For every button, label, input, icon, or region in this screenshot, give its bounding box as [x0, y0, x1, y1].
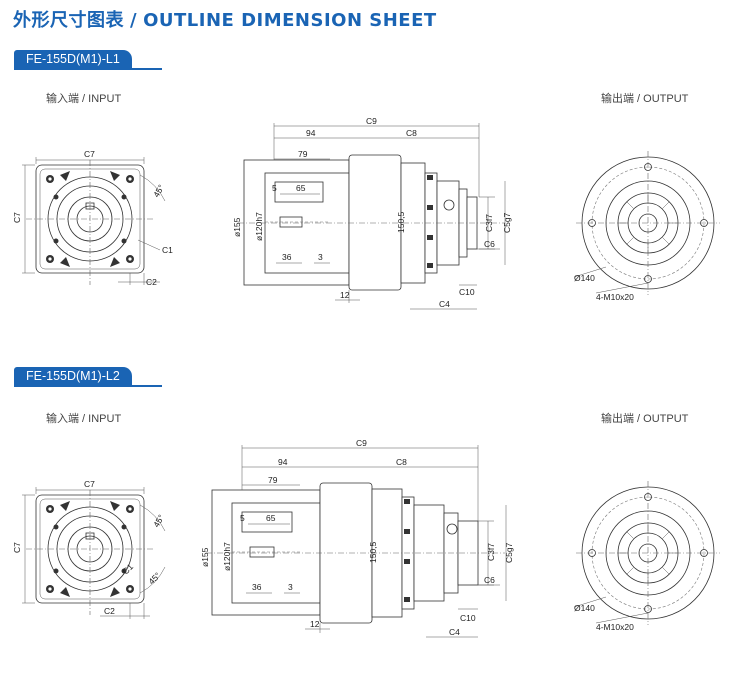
dim-12: 12 [340, 290, 350, 300]
output-label: 输出端 / OUTPUT [601, 413, 689, 425]
dim-c3: C3f7 [484, 214, 494, 232]
model-tab-l1: FE-155D(M1)-L1 [14, 50, 132, 68]
dim-150-5: 150,5 [396, 211, 406, 233]
input-label: 输入端 / INPUT [46, 93, 122, 105]
dim-d155: ø155 [232, 217, 242, 237]
model-tab-underline [14, 385, 162, 387]
dim-94: 94 [278, 457, 288, 467]
title-cn: 外形尺寸图表 [13, 10, 124, 31]
dim-c6: C6 [484, 575, 495, 585]
dim-3: 3 [318, 252, 323, 262]
input-label: 输入端 / INPUT [46, 413, 122, 425]
dim-3: 3 [288, 582, 293, 592]
page-title: 外形尺寸图表 /OUTLINE DIMENSION SHEET [13, 6, 437, 32]
dim-d140: Ø140 [574, 273, 595, 283]
dim-c4: C4 [439, 299, 450, 309]
model-tab-l2: FE-155D(M1)-L2 [14, 367, 132, 385]
dim-5: 5 [272, 183, 277, 193]
dim-d140: Ø140 [574, 603, 595, 613]
output-end-view: Ø140 4-M10x20 [573, 151, 720, 302]
dim-bolt: 4-M10x20 [596, 292, 634, 302]
dim-c8: C8 [406, 128, 417, 138]
dim-c7-top: C7 [84, 149, 95, 159]
title-separator: / [130, 10, 138, 31]
dim-c8: C8 [396, 457, 407, 467]
dim-c5: C5g7 [504, 542, 514, 563]
dim-65: 65 [266, 513, 276, 523]
output-label: 输出端 / OUTPUT [601, 93, 689, 105]
dim-c9: C9 [356, 438, 367, 448]
dim-c1: C1 [162, 245, 173, 255]
dim-c10: C10 [459, 287, 475, 297]
dim-5: 5 [240, 513, 245, 523]
dim-c9: C9 [366, 116, 377, 126]
dim-79: 79 [268, 475, 278, 485]
dim-angle-2: 45° [146, 570, 162, 586]
dim-angle: 45° [151, 513, 166, 529]
side-view: C9 94 C8 79 5 65 ø155 ø120h7 36 3 150,5 … [232, 116, 512, 310]
dim-36: 36 [252, 582, 262, 592]
input-end-view: C7 C7 45° 45° C1 C2 [12, 479, 166, 619]
dim-d120: ø120h7 [254, 212, 264, 241]
dim-150-5: 150,5 [368, 541, 378, 563]
dim-bolt: 4-M10x20 [596, 622, 634, 632]
dim-12: 12 [310, 619, 320, 629]
side-view: C9 94 C8 79 5 65 ø155 ø120h7 36 3 150,5 … [200, 438, 514, 638]
dim-d120: ø120h7 [222, 542, 232, 571]
dim-c2: C2 [146, 277, 157, 287]
dim-c7-side: C7 [12, 212, 22, 223]
dim-36: 36 [282, 252, 292, 262]
dim-c5: C5g7 [502, 212, 512, 233]
drawing-l2: C7 C7 45° 45° C1 C2 C9 94 C8 [12, 438, 720, 638]
output-end-view: Ø140 4-M10x20 [573, 481, 720, 632]
title-en: OUTLINE DIMENSION SHEET [143, 10, 437, 31]
model-tab-underline [14, 68, 162, 70]
dim-angle: 45° [151, 183, 166, 199]
dim-c7-top: C7 [84, 479, 95, 489]
dim-c6: C6 [484, 239, 495, 249]
dim-94: 94 [306, 128, 316, 138]
drawing-l1: C7 C7 45° C1 C2 C9 94 C8 79 [12, 116, 720, 310]
dim-c3: C3f7 [486, 543, 496, 561]
dim-c7-side: C7 [12, 542, 22, 553]
input-end-view: C7 C7 45° C1 C2 [12, 149, 173, 287]
dim-79: 79 [298, 149, 308, 159]
dim-c10: C10 [460, 613, 476, 623]
dim-d155: ø155 [200, 547, 210, 567]
dim-c4: C4 [449, 627, 460, 637]
dim-65: 65 [296, 183, 306, 193]
dim-c2: C2 [104, 606, 115, 616]
